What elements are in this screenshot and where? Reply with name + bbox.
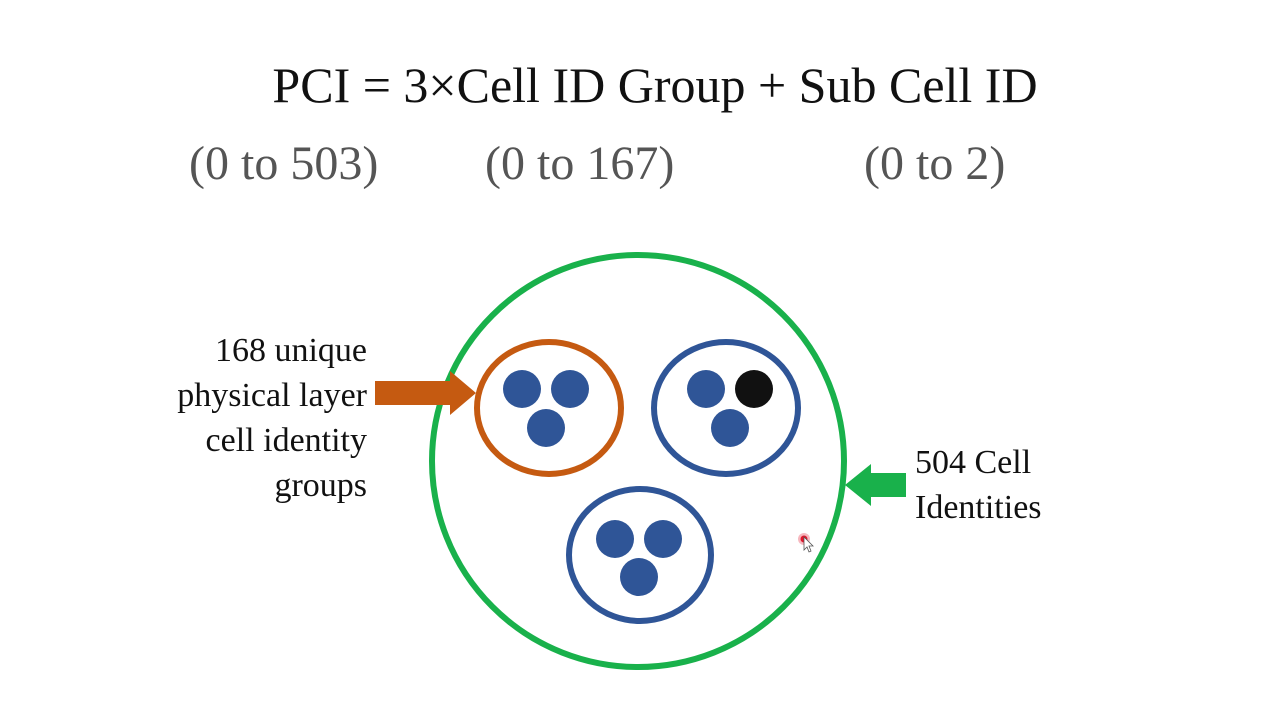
label-line: cell identity	[205, 422, 367, 459]
pci-formula: PCI = 3×Cell ID Group + Sub Cell ID	[272, 57, 1038, 113]
pci-range: (0 to 503)	[189, 137, 379, 190]
label-line: 504 Cell	[915, 444, 1032, 481]
label-line: 168 unique	[214, 332, 367, 369]
green-arrow	[845, 464, 906, 506]
group-circle-orange	[474, 339, 624, 477]
cell-dot	[527, 409, 565, 447]
outer-cell-identities-circle	[429, 252, 847, 670]
cell-identities-label: 504 Cell Identities	[915, 440, 1042, 530]
label-line: physical layer	[177, 377, 367, 414]
sub-cell-id-range: (0 to 2)	[864, 137, 1006, 190]
cell-dot	[620, 558, 658, 596]
cell-dot	[644, 520, 682, 558]
label-line: groups	[274, 467, 367, 504]
cell-id-group-range: (0 to 167)	[485, 137, 675, 190]
mouse-pointer-icon	[798, 533, 814, 553]
selected-cell-dot	[735, 370, 773, 408]
cell-dot	[711, 409, 749, 447]
cell-dot	[551, 370, 589, 408]
cell-dot	[503, 370, 541, 408]
cell-dot	[596, 520, 634, 558]
label-line: Identities	[915, 489, 1042, 526]
cell-dot	[687, 370, 725, 408]
group-circle-blue	[651, 339, 801, 477]
orange-arrow	[375, 371, 476, 415]
cell-identity-groups-label: 168 unique physical layer cell identity …	[177, 328, 367, 508]
group-circle-blue	[566, 486, 714, 624]
